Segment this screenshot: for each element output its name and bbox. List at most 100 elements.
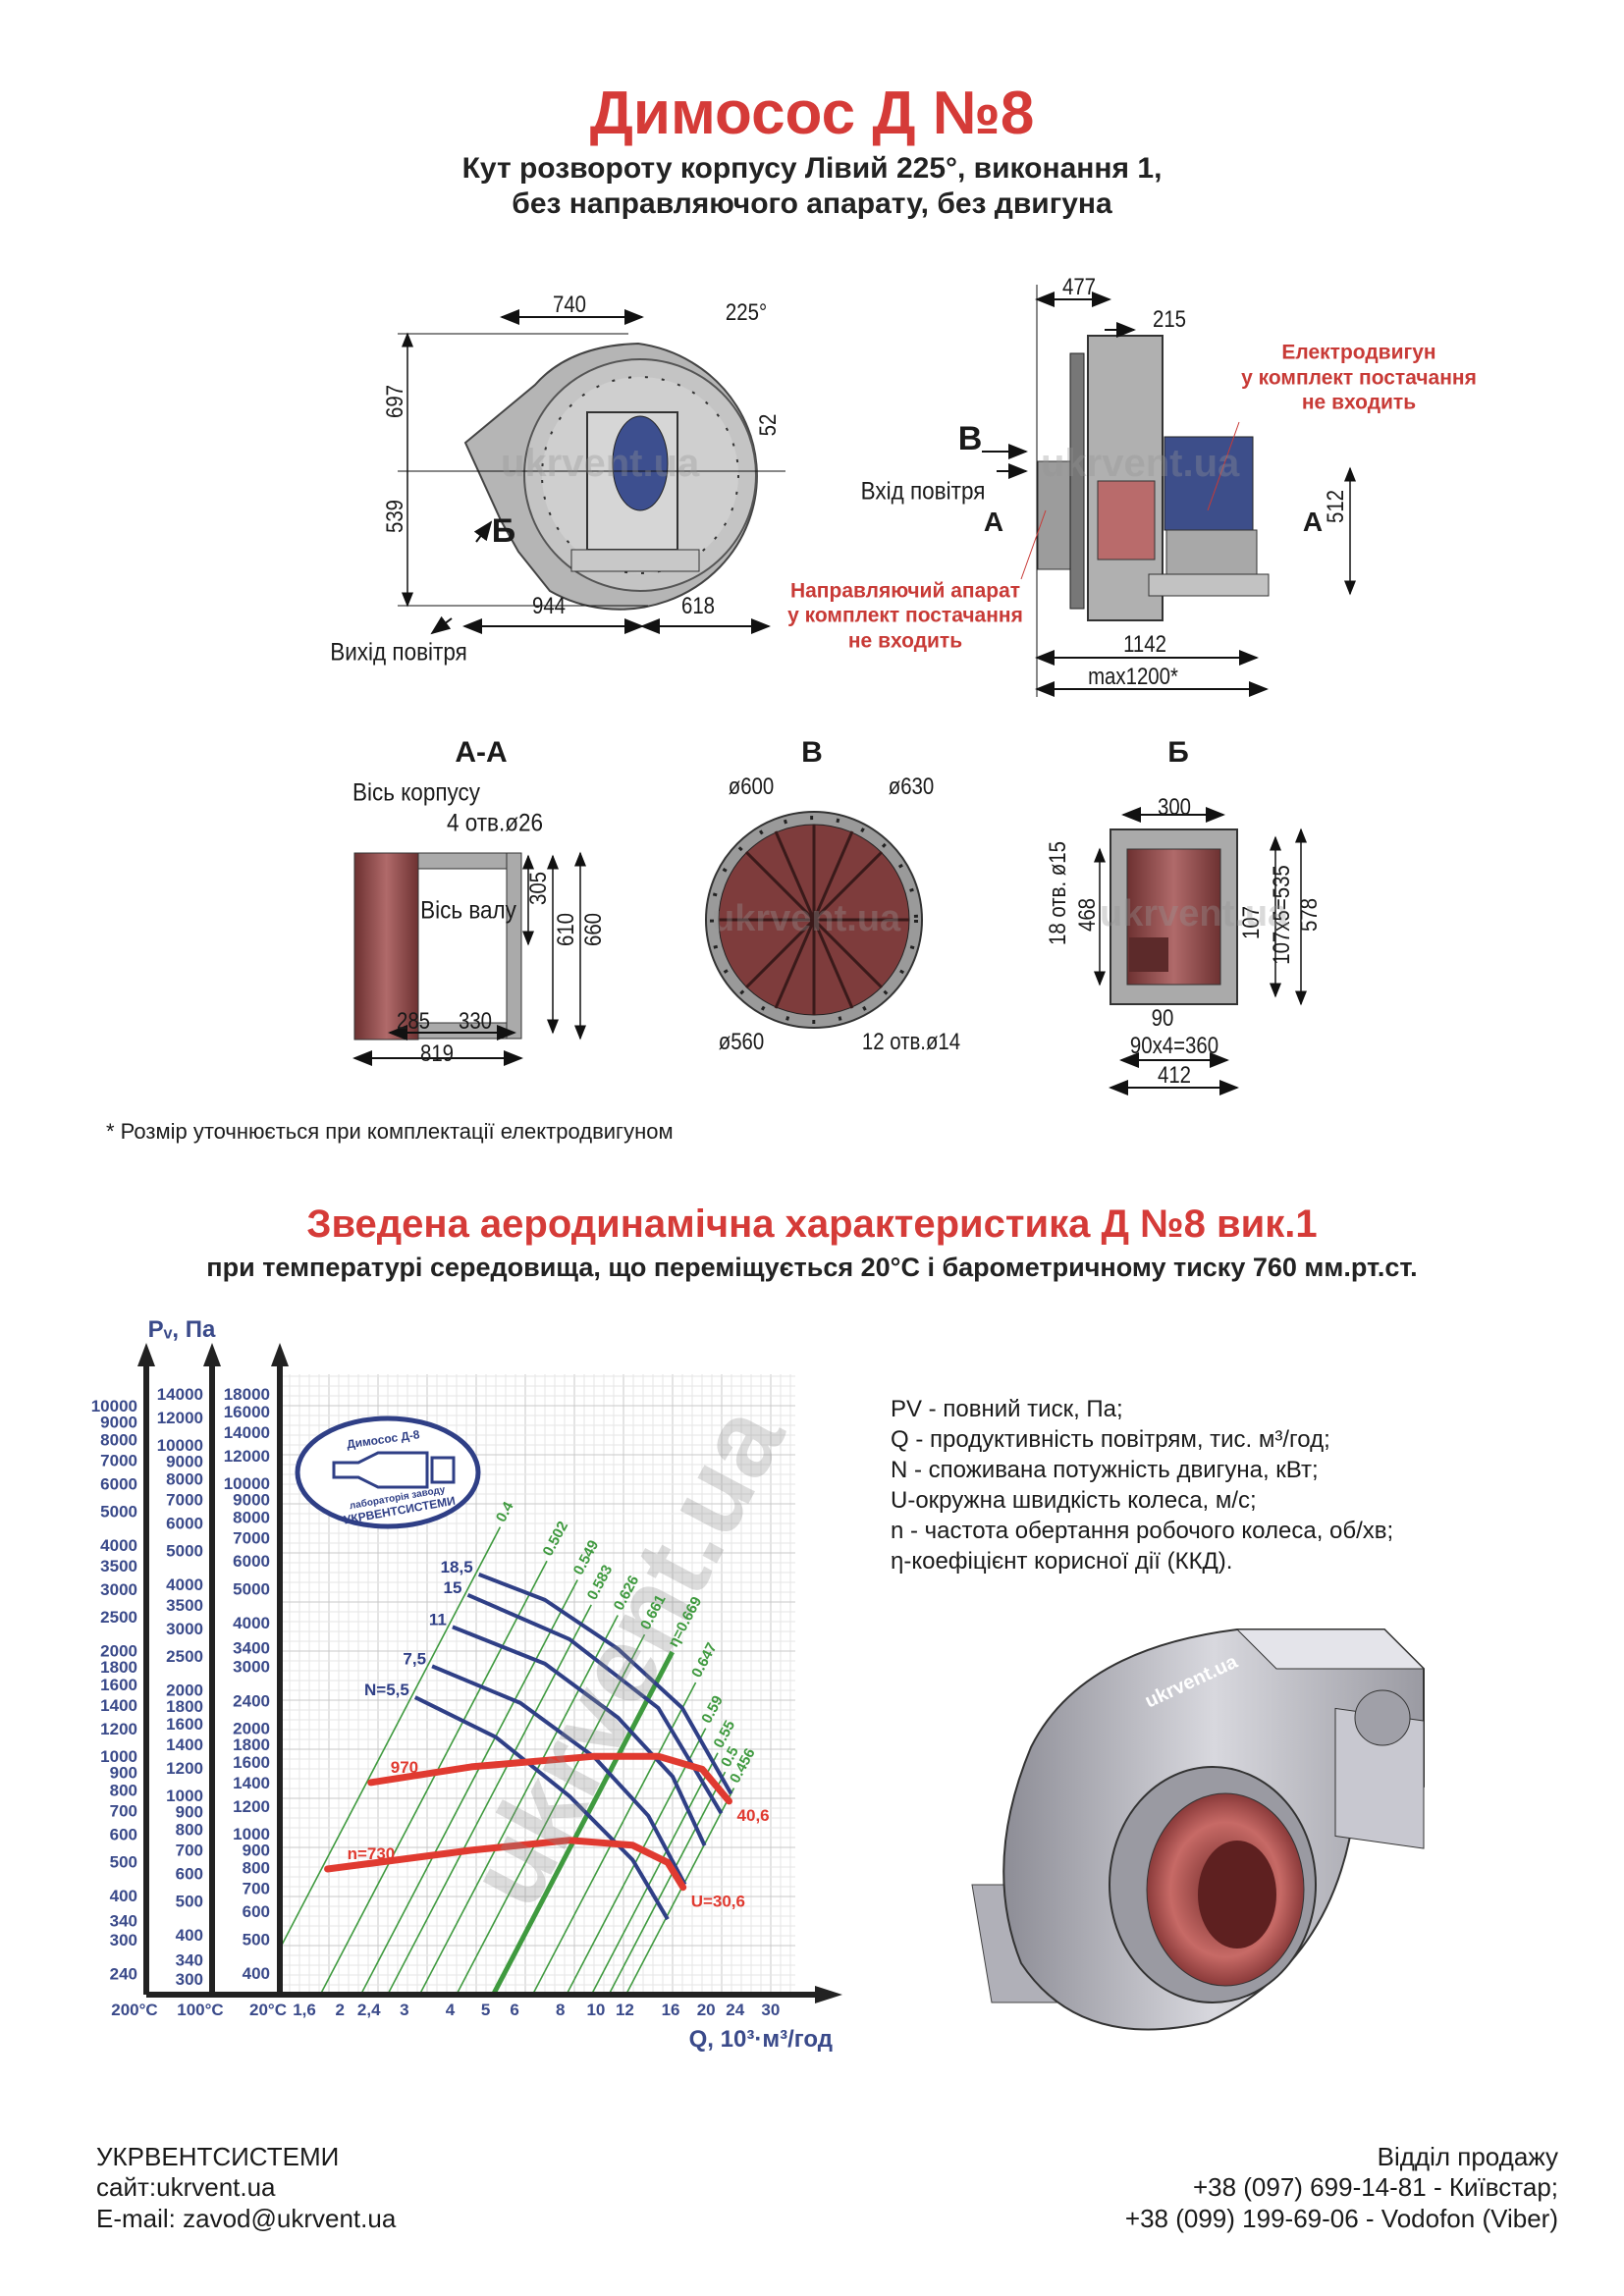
efficiency-label: 0.4 bbox=[493, 1499, 517, 1525]
section-aa-drawing bbox=[352, 851, 586, 1066]
dim-angle: 225° bbox=[725, 299, 768, 326]
legend-q: Q - продуктивність повітрям, тис. м³/год… bbox=[891, 1426, 1330, 1453]
y-tick-label: 5000 bbox=[233, 1580, 270, 1599]
efficiency-line bbox=[566, 1728, 707, 1995]
y-tick-label: 300 bbox=[176, 1970, 203, 1989]
dim-d600: ø600 bbox=[728, 774, 775, 800]
y-tick-label: 400 bbox=[110, 1887, 137, 1905]
footer-site[interactable]: сайт:ukrvent.ua bbox=[96, 2172, 276, 2202]
y-tick-label: 340 bbox=[176, 1950, 203, 1969]
x-tick-label: 1,6 bbox=[293, 2001, 316, 2019]
y-tick-label: 6000 bbox=[233, 1552, 270, 1571]
y-tick-label: 6000 bbox=[100, 1474, 137, 1493]
y-tick-label: 9000 bbox=[166, 1452, 203, 1470]
chart-subtitle: при температурі середовища, що переміщує… bbox=[206, 1253, 1418, 1282]
y-tick-label: 800 bbox=[110, 1782, 137, 1800]
holes-26-label: 4 отв.ø26 bbox=[446, 809, 544, 837]
speed-curve bbox=[324, 1837, 687, 1892]
y-tick-label: 1200 bbox=[166, 1759, 203, 1778]
efficiency-line bbox=[387, 1604, 592, 1995]
efficiency-line bbox=[319, 1560, 548, 1995]
watermark: ukrvent.ua bbox=[712, 898, 901, 939]
y-tick-label: 7000 bbox=[233, 1528, 270, 1547]
efficiency-line bbox=[624, 1788, 735, 1995]
dim-578: 578 bbox=[1296, 897, 1323, 933]
y-tick-label: 900 bbox=[243, 1841, 270, 1859]
footer-phone-1[interactable]: +38 (097) 699-14-81 - Київстар; bbox=[1192, 2172, 1558, 2202]
x-tick-label: 16 bbox=[662, 2001, 680, 2019]
y-tick-label: 3000 bbox=[233, 1658, 270, 1677]
y-tick-label: 10000 bbox=[91, 1397, 137, 1415]
section-aa-title: А-А bbox=[455, 736, 508, 769]
y-tick-label: 500 bbox=[110, 1853, 137, 1872]
y-tick-label: 600 bbox=[110, 1825, 137, 1843]
fan-illustration: ukrvent.ua bbox=[971, 1629, 1426, 2031]
x-tick-label: 10 bbox=[586, 2001, 605, 2019]
section-b-drawing bbox=[1094, 807, 1307, 1095]
speed-curve-label: n=730 bbox=[348, 1844, 396, 1863]
dim-330: 330 bbox=[458, 1008, 493, 1035]
y-tick-label: 800 bbox=[243, 1859, 270, 1878]
y-tick-label: 1400 bbox=[100, 1696, 137, 1715]
y-tick-label: 400 bbox=[176, 1926, 203, 1945]
page-title: Димосос Д №8 bbox=[589, 80, 1035, 147]
dim-360: 90x4=360 bbox=[1129, 1033, 1219, 1059]
power-curve bbox=[477, 1573, 733, 1795]
y-tick-label: 2500 bbox=[100, 1608, 137, 1627]
legend-n-speed: n - частота обертання робочого колеса, о… bbox=[891, 1518, 1394, 1544]
y-tick-label: 1000 bbox=[166, 1787, 203, 1805]
dim-305: 305 bbox=[525, 871, 552, 906]
x-tick-label: 12 bbox=[616, 2001, 634, 2019]
y-tick-label: 2500 bbox=[166, 1647, 203, 1666]
air-outlet-label: Вихід повітря bbox=[330, 638, 467, 667]
dim-819: 819 bbox=[419, 1041, 455, 1067]
y-tick-label: 10000 bbox=[224, 1474, 270, 1493]
y-tick-label: 240 bbox=[110, 1964, 137, 1983]
y-tick-label: 1600 bbox=[166, 1715, 203, 1734]
y-tick-label: 3400 bbox=[233, 1638, 270, 1657]
y-tick-label: 1200 bbox=[100, 1720, 137, 1738]
y-tick-label: 18000 bbox=[224, 1385, 270, 1404]
y-tick-label: 700 bbox=[243, 1879, 270, 1897]
y-tick-label: 500 bbox=[176, 1893, 203, 1911]
x-tick-label: 8 bbox=[556, 2001, 565, 2019]
y-tick-label: 1000 bbox=[233, 1825, 270, 1843]
motor-note-line-3: не входить bbox=[1301, 391, 1417, 414]
y-tick-label: 900 bbox=[176, 1802, 203, 1821]
y-tick-label: 3500 bbox=[100, 1557, 137, 1575]
speed-curve-end-label: 40,6 bbox=[737, 1806, 770, 1825]
y-tick-label: 10000 bbox=[157, 1436, 203, 1455]
y-tick-label: 14000 bbox=[157, 1385, 203, 1404]
footer-phone-2[interactable]: +38 (099) 199-69-06 - Vodofon (Viber) bbox=[1124, 2204, 1558, 2233]
y-tick-label: 700 bbox=[110, 1801, 137, 1820]
footnote: * Розмір уточнюється при комплектації ел… bbox=[106, 1119, 674, 1144]
y-tick-label: 1200 bbox=[233, 1797, 270, 1816]
dim-d560: ø560 bbox=[718, 1029, 765, 1055]
y-axis-title: Pᵥ, Па bbox=[148, 1316, 216, 1343]
power-curve bbox=[413, 1695, 670, 1921]
y-tick-label: 7000 bbox=[166, 1490, 203, 1509]
efficiency-line bbox=[491, 1650, 675, 1995]
view-b-marker: Б bbox=[491, 512, 516, 550]
y-tick-label: 3000 bbox=[100, 1580, 137, 1599]
watermark: ukrvent.ua bbox=[1100, 893, 1289, 934]
y-axis-temperature-label: 100°C bbox=[177, 2001, 223, 2019]
efficiency-lines bbox=[280, 1526, 735, 1995]
footer-company: УКРВЕНТСИСТЕМИ bbox=[96, 2142, 340, 2171]
speed-curve-label: 970 bbox=[391, 1758, 418, 1777]
y-tick-label: 1800 bbox=[100, 1658, 137, 1677]
footer-email[interactable]: E-mail: zavod@ukrvent.ua bbox=[96, 2204, 397, 2233]
motor-note-line-2: у комплект постачання bbox=[1241, 366, 1477, 390]
y-tick-label: 3000 bbox=[166, 1620, 203, 1638]
y-axis-temperature-label: 200°C bbox=[111, 2001, 157, 2019]
side-view-drawing bbox=[982, 285, 1356, 697]
guide-note-line-3: не входить bbox=[847, 629, 963, 653]
y-axis-arrow-icon bbox=[137, 1343, 155, 1366]
x-tick-label: 6 bbox=[510, 2001, 518, 2019]
y-tick-label: 5000 bbox=[166, 1542, 203, 1561]
x-tick-label: 5 bbox=[481, 2001, 490, 2019]
y-tick-label: 9000 bbox=[100, 1413, 137, 1431]
speed-curve-end-label: U=30,6 bbox=[691, 1893, 745, 1911]
dim-477: 477 bbox=[1061, 274, 1097, 300]
